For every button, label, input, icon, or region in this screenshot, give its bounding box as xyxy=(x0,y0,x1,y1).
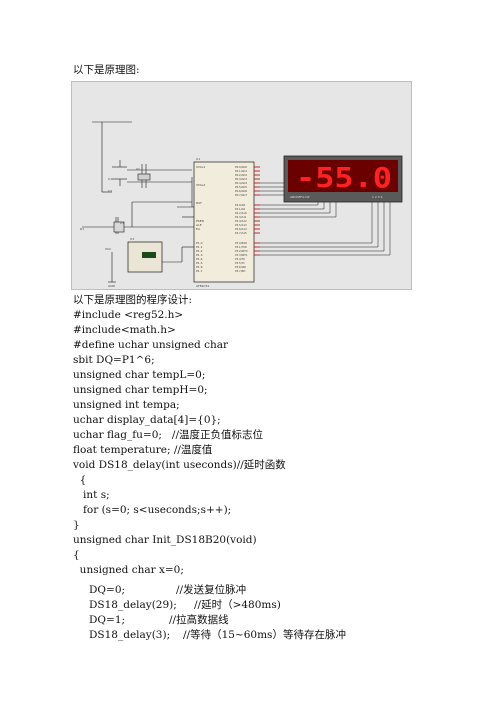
code-statement: DS18_delay(3); xyxy=(89,629,171,641)
code-comment: //发送复位脉冲 xyxy=(176,584,247,596)
svg-text:P3.3/INT1: P3.3/INT1 xyxy=(235,253,248,257)
svg-text:C3: C3 xyxy=(120,221,124,225)
svg-text:P0.0/AD0: P0.0/AD0 xyxy=(235,165,247,169)
svg-text:P3.1/TXD: P3.1/TXD xyxy=(235,245,247,249)
wire xyxy=(260,200,379,248)
svg-text:U3: U3 xyxy=(130,237,134,241)
code-line: uchar flag_fu=0; //温度正负值标志位 xyxy=(73,429,264,441)
svg-text:PSEN: PSEN xyxy=(196,219,204,223)
svg-text:P2.1/A9: P2.1/A9 xyxy=(235,207,245,211)
code-line: unsigned char Init_DS18B20(void) xyxy=(73,534,257,546)
svg-text:P3.6/WR: P3.6/WR xyxy=(235,265,246,269)
wire xyxy=(260,200,325,210)
svg-text:P3.2/INT0: P3.2/INT0 xyxy=(235,249,248,253)
wire xyxy=(260,200,337,218)
code-line: for (s=0; s<useconds;s++); xyxy=(73,504,232,516)
svg-text:VCC: VCC xyxy=(105,247,111,251)
svg-text:P2.6/A14: P2.6/A14 xyxy=(235,227,247,231)
sensor-readout xyxy=(142,252,156,258)
svg-text:GND: GND xyxy=(108,284,116,288)
svg-text:AT89C51: AT89C51 xyxy=(196,284,209,288)
code-line: { xyxy=(73,549,80,561)
code-line: unsigned char x=0; xyxy=(73,564,184,576)
svg-text:X1: X1 xyxy=(136,167,140,171)
code-line: sbit DQ=P1^6; xyxy=(73,354,155,366)
code-statement: DQ=1; xyxy=(89,614,126,626)
svg-text:P1.3: P1.3 xyxy=(196,253,203,257)
code-line: { xyxy=(73,474,87,486)
svg-text:ALE: ALE xyxy=(196,223,202,227)
svg-text:RST: RST xyxy=(196,201,202,205)
code-line: void DS18_delay(int useconds)//延时函数 xyxy=(73,459,286,471)
code-comment: //等待（15~60ms）等待存在脉冲 xyxy=(183,629,346,641)
svg-text:P0.5/AD5: P0.5/AD5 xyxy=(235,185,247,189)
svg-text:P0.1/AD1: P0.1/AD1 xyxy=(235,169,247,173)
svg-text:P2.5/A13: P2.5/A13 xyxy=(235,223,247,227)
wire xyxy=(260,200,331,214)
wire xyxy=(260,200,385,252)
code-line: unsigned char tempL=0; xyxy=(73,369,206,381)
svg-text:P0.4/AD4: P0.4/AD4 xyxy=(235,181,247,185)
svg-text:P3.0/RXD: P3.0/RXD xyxy=(235,241,247,245)
code-statement: DS18_delay(29); xyxy=(89,599,177,611)
code-line: unsigned char tempH=0; xyxy=(73,384,208,396)
svg-text:P2.4/A12: P2.4/A12 xyxy=(235,219,247,223)
svg-text:P1.1: P1.1 xyxy=(196,245,203,249)
code-comment: //拉高数据线 xyxy=(169,614,229,626)
code-line: #include <reg52.h> xyxy=(73,309,184,321)
mcu-chip xyxy=(193,161,255,283)
svg-text:EA: EA xyxy=(196,227,201,231)
svg-text:P0.7/AD7: P0.7/AD7 xyxy=(235,193,247,197)
svg-text:XTAL1: XTAL1 xyxy=(196,165,205,169)
display-window xyxy=(288,160,398,192)
svg-text:R1: R1 xyxy=(80,227,84,231)
svg-text:P2.7/A15: P2.7/A15 xyxy=(235,231,247,235)
svg-text:P2.0/A8: P2.0/A8 xyxy=(235,203,245,207)
code-line: #include<math.h> xyxy=(73,324,176,336)
wire xyxy=(260,200,391,256)
code-line: float temperature; //温度值 xyxy=(73,444,213,456)
code-line: unsigned int tempa; xyxy=(73,399,180,411)
svg-text:ABCDEFG DP: ABCDEFG DP xyxy=(290,195,310,199)
svg-text:P0.6/AD6: P0.6/AD6 xyxy=(235,189,247,193)
svg-text:P3.4/T0: P3.4/T0 xyxy=(235,257,245,261)
code-label: 以下是原理图的程序设计: xyxy=(73,294,193,306)
wire xyxy=(260,200,373,244)
svg-text:XTAL2: XTAL2 xyxy=(196,183,205,187)
code-comment: //延时（>480ms) xyxy=(194,599,281,611)
svg-text:P3.7/RD: P3.7/RD xyxy=(235,269,245,273)
svg-text:P0.3/AD3: P0.3/AD3 xyxy=(235,177,247,181)
svg-text:P0.2/AD2: P0.2/AD2 xyxy=(235,173,247,177)
svg-text:P1.5: P1.5 xyxy=(196,261,203,265)
crystal xyxy=(137,173,151,181)
svg-text:P2.2/A10: P2.2/A10 xyxy=(235,211,247,215)
code-statement: DQ=0; xyxy=(89,584,126,596)
svg-text:P1.4: P1.4 xyxy=(196,257,203,261)
svg-text:U1: U1 xyxy=(196,157,200,161)
svg-text:C1: C1 xyxy=(108,177,112,181)
svg-text:P3.5/T1: P3.5/T1 xyxy=(235,261,245,265)
code-line: uchar display_data[4]={0}; xyxy=(73,414,221,426)
code-line: int s; xyxy=(73,489,110,501)
svg-text:P1.2: P1.2 xyxy=(196,249,203,253)
display-readout: -55.0 xyxy=(296,161,392,194)
intro-label: 以下是原理图: xyxy=(73,64,140,76)
code-line: } xyxy=(73,519,80,531)
schematic-figure: C1 C2 X1 C3 R1 U3 VCC GND U1 XTAL1 XTAL2… xyxy=(71,81,412,290)
svg-text:C2: C2 xyxy=(108,189,112,193)
svg-text:1 2 3 4: 1 2 3 4 xyxy=(372,195,383,199)
svg-text:P1.7: P1.7 xyxy=(196,269,203,273)
svg-text:P2.3/A11: P2.3/A11 xyxy=(235,215,247,219)
svg-text:P1.0: P1.0 xyxy=(196,241,203,245)
svg-text:P1.6: P1.6 xyxy=(196,265,203,269)
code-line: #define uchar unsigned char xyxy=(73,339,229,351)
capacitor xyxy=(113,221,125,233)
